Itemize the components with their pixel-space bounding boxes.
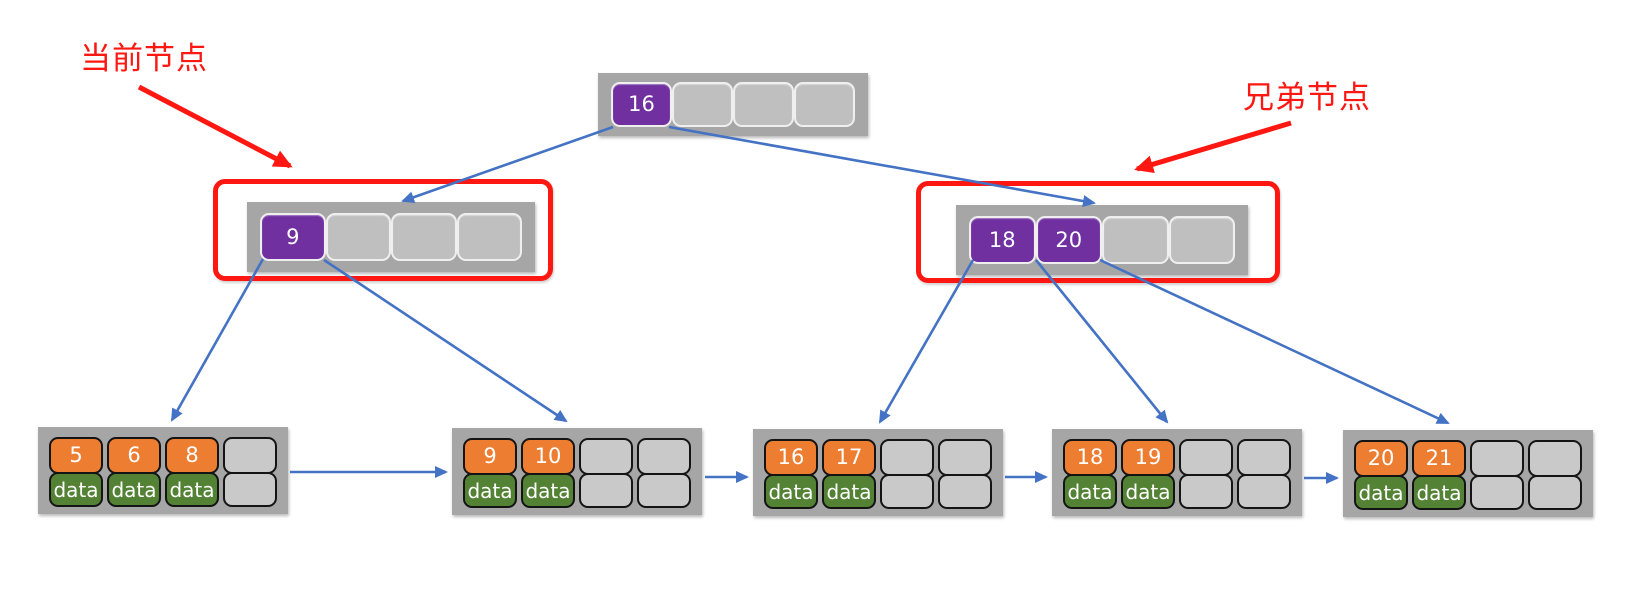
root-node: 16	[598, 73, 868, 136]
empty-cell	[456, 213, 522, 261]
root-node-cells: 16	[611, 82, 855, 127]
leaf-key-cell: 20	[1354, 440, 1408, 477]
leaf-empty-cell	[1528, 440, 1582, 477]
leaf-data-cell: data	[1121, 474, 1175, 509]
leaf-empty-cell	[579, 438, 633, 475]
leaf-data-cell: data	[107, 472, 161, 507]
leaf-empty-cell	[938, 439, 992, 476]
edge-sibling-to-leaf4	[1034, 259, 1169, 424]
leaf-data-cell: data	[1354, 475, 1408, 510]
empty-cell	[1102, 216, 1169, 264]
leaf-node-1: 5 data 6 data 8 data	[38, 427, 288, 514]
leaf-column: 6 data	[107, 437, 161, 507]
empty-cell	[1168, 216, 1235, 264]
edge-current-to-leaf2	[323, 258, 568, 423]
leaf-column: 10 data	[521, 438, 575, 508]
leaf-column-empty	[1470, 440, 1524, 510]
leaf-empty-cell	[1470, 440, 1524, 477]
current-node-annotation-label: 当前节点	[80, 41, 208, 77]
leaf-column-empty	[938, 439, 992, 509]
leaf-empty-cell	[637, 438, 691, 475]
leaf-column: 5 data	[49, 437, 103, 507]
leaf-data-cell: data	[165, 472, 219, 507]
leaf-node-4: 18 data 19 data	[1052, 429, 1302, 516]
leaf-empty-cell	[637, 473, 691, 508]
leaf-column: 9 data	[463, 438, 517, 508]
leaf-key-cell: 17	[822, 439, 876, 476]
sibling-node-annotation-label: 兄弟节点	[1243, 80, 1371, 116]
leaf-key-cell: 21	[1412, 440, 1466, 477]
leaf-empty-cell	[1237, 474, 1291, 509]
sibling-internal-node: 18 20	[956, 205, 1248, 275]
empty-cell	[391, 213, 457, 261]
empty-cell	[733, 82, 794, 127]
leaf-column: 21 data	[1412, 440, 1466, 510]
leaf-node-2: 9 data 10 data	[452, 428, 702, 515]
empty-cell	[325, 213, 391, 261]
leaf-key-cell: 16	[764, 439, 818, 476]
key-cell: 9	[260, 213, 326, 261]
leaf-data-cell: data	[521, 473, 575, 508]
leaf-empty-cell	[1470, 475, 1524, 510]
leaf-data-cell: data	[1063, 474, 1117, 509]
leaf-column-empty	[637, 438, 691, 508]
edge-current-to-leaf1	[170, 258, 265, 422]
leaf-key-cell: 8	[165, 437, 219, 474]
key-cell: 16	[611, 82, 672, 127]
key-cell: 20	[1035, 216, 1102, 264]
current-node-annotation-arrow	[137, 84, 293, 169]
leaf-empty-cell	[1179, 439, 1233, 476]
leaf-empty-cell	[1179, 474, 1233, 509]
leaf-column-empty	[1237, 439, 1291, 509]
sibling-node-cells: 18 20	[969, 216, 1235, 264]
leaf-empty-cell	[938, 474, 992, 509]
leaf-node-3: 16 data 17 data	[753, 429, 1003, 516]
leaf-empty-cell	[1528, 475, 1582, 510]
leaf-data-cell: data	[764, 474, 818, 509]
leaf-column: 8 data	[165, 437, 219, 507]
edge-sibling-to-leaf5	[1099, 258, 1450, 425]
leaf-node-5: 20 data 21 data	[1343, 430, 1593, 517]
current-node-cells: 9	[260, 213, 522, 261]
leaf-column: 17 data	[822, 439, 876, 509]
leaf-empty-cell	[880, 474, 934, 509]
leaf-key-cell: 19	[1121, 439, 1175, 476]
leaf-data-cell: data	[822, 474, 876, 509]
sibling-node-annotation-arrow	[1134, 120, 1292, 174]
leaf-empty-cell	[223, 472, 277, 507]
leaf-column: 20 data	[1354, 440, 1408, 510]
leaf-key-cell: 18	[1063, 439, 1117, 476]
leaf-column-empty	[223, 437, 277, 507]
leaf-column: 18 data	[1063, 439, 1117, 509]
leaf-column-empty	[1179, 439, 1233, 509]
leaf-data-cell: data	[49, 472, 103, 507]
key-cell: 18	[969, 216, 1036, 264]
leaf-column-empty	[1528, 440, 1582, 510]
leaf-column: 19 data	[1121, 439, 1175, 509]
leaf-key-cell: 10	[521, 438, 575, 475]
empty-cell	[672, 82, 733, 127]
leaf-column-empty	[579, 438, 633, 508]
leaf-column-empty	[880, 439, 934, 509]
leaf-empty-cell	[880, 439, 934, 476]
leaf-empty-cell	[223, 437, 277, 474]
leaf-empty-cell	[1237, 439, 1291, 476]
leaf-key-cell: 9	[463, 438, 517, 475]
leaf-empty-cell	[579, 473, 633, 508]
leaf-key-cell: 6	[107, 437, 161, 474]
leaf-key-cell: 5	[49, 437, 103, 474]
edge-sibling-to-leaf3	[878, 259, 975, 424]
leaf-data-cell: data	[463, 473, 517, 508]
leaf-data-cell: data	[1412, 475, 1466, 510]
leaf-column: 16 data	[764, 439, 818, 509]
empty-cell	[794, 82, 855, 127]
current-internal-node: 9	[247, 202, 535, 272]
